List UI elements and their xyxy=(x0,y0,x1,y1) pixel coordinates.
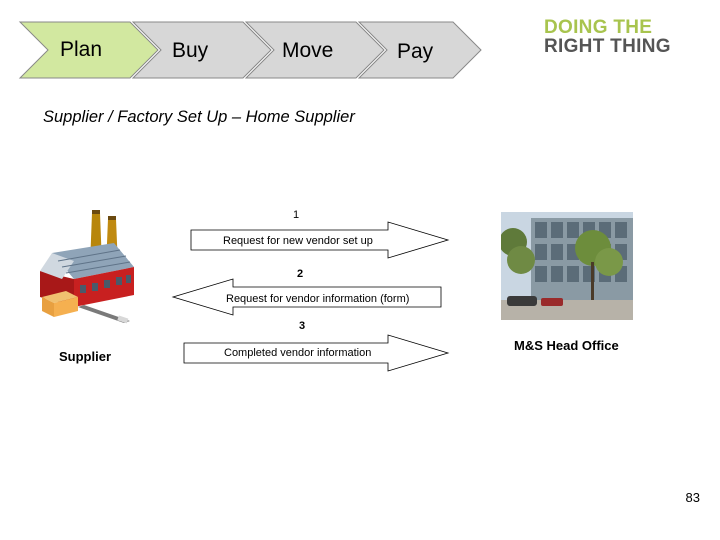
brand-line-1: DOING THE xyxy=(544,17,653,38)
step-2-number: 2 xyxy=(296,268,304,280)
nav-step-buy[interactable] xyxy=(131,21,272,79)
step-1-text: Request for new vendor set up xyxy=(223,235,373,247)
brand-logo: DOING THE RIGHT THING xyxy=(544,18,671,56)
nav-step-pay[interactable] xyxy=(357,21,482,79)
nav-step-buy-label: Buy xyxy=(172,39,209,62)
process-nav xyxy=(18,21,482,79)
supplier-label: Supplier xyxy=(59,349,112,364)
step-2-text: Request for vendor information (form) xyxy=(226,293,410,305)
nav-step-move[interactable] xyxy=(244,21,385,79)
step-3-number: 3 xyxy=(298,320,306,332)
head-office-photo xyxy=(501,212,633,320)
head-office-label: M&S Head Office xyxy=(514,338,619,353)
nav-step-pay-label: Pay xyxy=(397,40,434,63)
step-1-number: 1 xyxy=(292,209,300,221)
factory-icon xyxy=(40,210,134,324)
nav-step-plan[interactable] xyxy=(18,21,159,79)
nav-step-plan-label: Plan xyxy=(60,38,103,61)
nav-step-move-label: Move xyxy=(282,39,334,62)
page-title: Supplier / Factory Set Up – Home Supplie… xyxy=(43,108,355,126)
page-number: 83 xyxy=(685,490,700,505)
step-3-text: Completed vendor information xyxy=(224,347,372,359)
brand-line-2: RIGHT THING xyxy=(544,36,671,57)
